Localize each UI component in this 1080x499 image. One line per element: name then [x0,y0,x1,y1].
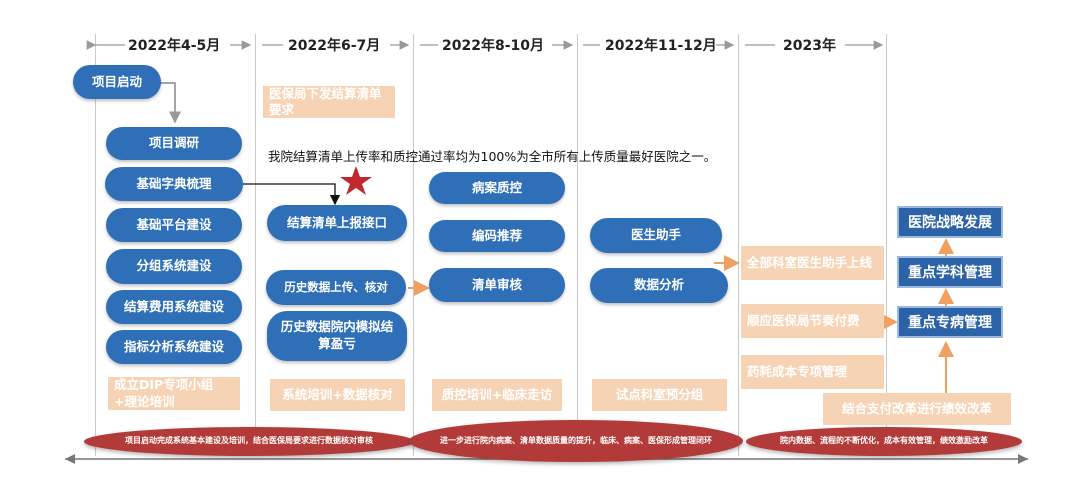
requirement-box: 医保局下发结算清单要求 [263,86,395,118]
training-box: 试点科室预分组 [592,379,727,411]
action-box: 顺应医保局节奏付费 [741,304,884,338]
step-node: 项目调研 [106,127,242,160]
achievement-note: 我院结算清单上传率和质控通过率均为100%为全市所有上传质量最好医院之一。 [268,149,717,164]
divider [577,34,578,456]
step-node: 基础字典梳理 [105,167,243,201]
training-box: 质控培训+临床走访 [432,379,562,411]
step-node: 基础平台建设 [106,208,242,242]
divider [95,34,96,456]
period-label: 2022年8-10月 [442,38,544,54]
summary-ellipse: 院内数据、流程的不断优化，成本有效管理，绩效激励改革 [746,427,1022,456]
period-label: 2022年11-12月 [605,38,717,54]
step-node: 编码推荐 [429,220,565,252]
step-node: 结算清单上报接口 [267,205,407,241]
goal-box: 重点专病管理 [897,306,1003,338]
period-label: 2022年4-5月 [128,38,221,54]
step-node: 历史数据院内模拟结算盈亏 [267,311,407,361]
training-box: 成立DIP专项小组+理论培训 [108,377,240,410]
action-box: 全部科室医生助手上线 [741,246,884,280]
period-label: 2023年 [783,38,836,54]
step-node: 清单审核 [429,268,565,302]
step-node: 数据分析 [590,268,728,303]
period-label: 2022年6-7月 [288,38,381,54]
goal-box: 医院战略发展 [897,206,1003,238]
step-node: 历史数据上传、核对 [266,270,406,305]
step-node: 结算费用系统建设 [106,290,242,324]
step-node: 分组系统建设 [106,249,242,284]
divider [255,34,256,456]
action-box: 结合支付改革进行绩效改革 [823,393,1011,425]
training-box: 系统培训+数据核对 [270,379,405,411]
step-node: 病案质控 [429,172,565,204]
divider [886,34,887,456]
start-node: 项目启动 [73,65,161,99]
step-node: 指标分析系统建设 [106,330,242,364]
action-box: 药耗成本专项管理 [741,355,884,389]
goal-box: 重点学科管理 [897,256,1003,288]
summary-ellipse: 进一步进行院内病案、清单数据质量的提升，临床、病案、医保形成管理闭环 [409,420,743,462]
star-icon [340,166,372,195]
divider [738,34,739,456]
divider [413,34,414,456]
step-node: 医生助手 [590,218,722,253]
summary-ellipse: 项目启动完成系统基本建设及培训，结合医保局要求进行数据核对审核 [84,427,414,456]
